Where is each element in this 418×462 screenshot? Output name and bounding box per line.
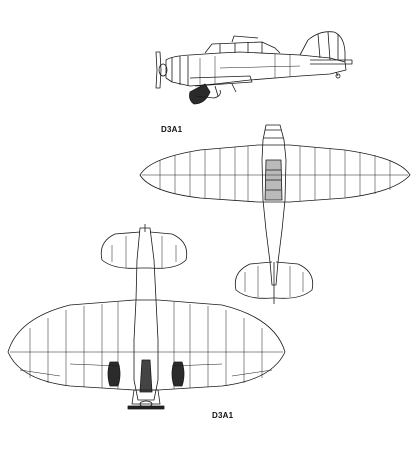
underside-plan-view <box>7 224 286 410</box>
side-profile-view <box>155 31 353 105</box>
top-fuselage <box>261 124 287 286</box>
spinner <box>158 63 168 77</box>
top-wing <box>139 144 411 203</box>
side-fuselage <box>165 51 347 87</box>
side-tailplane <box>310 59 353 65</box>
left-gear-spat <box>107 361 121 387</box>
underside-view-label: D3A1 <box>212 411 234 420</box>
side-view-label: D3A1 <box>161 125 183 134</box>
top-plan-view <box>139 124 411 304</box>
landing-gear-spat <box>189 83 211 105</box>
propeller <box>155 51 162 89</box>
vertical-tail <box>299 31 346 62</box>
canopy <box>204 41 281 54</box>
bottom-cowling <box>131 389 161 405</box>
right-gear-spat <box>171 361 185 387</box>
side-wing-root <box>189 75 253 87</box>
bottom-tailplane <box>100 231 188 269</box>
bottom-propeller <box>127 405 165 410</box>
